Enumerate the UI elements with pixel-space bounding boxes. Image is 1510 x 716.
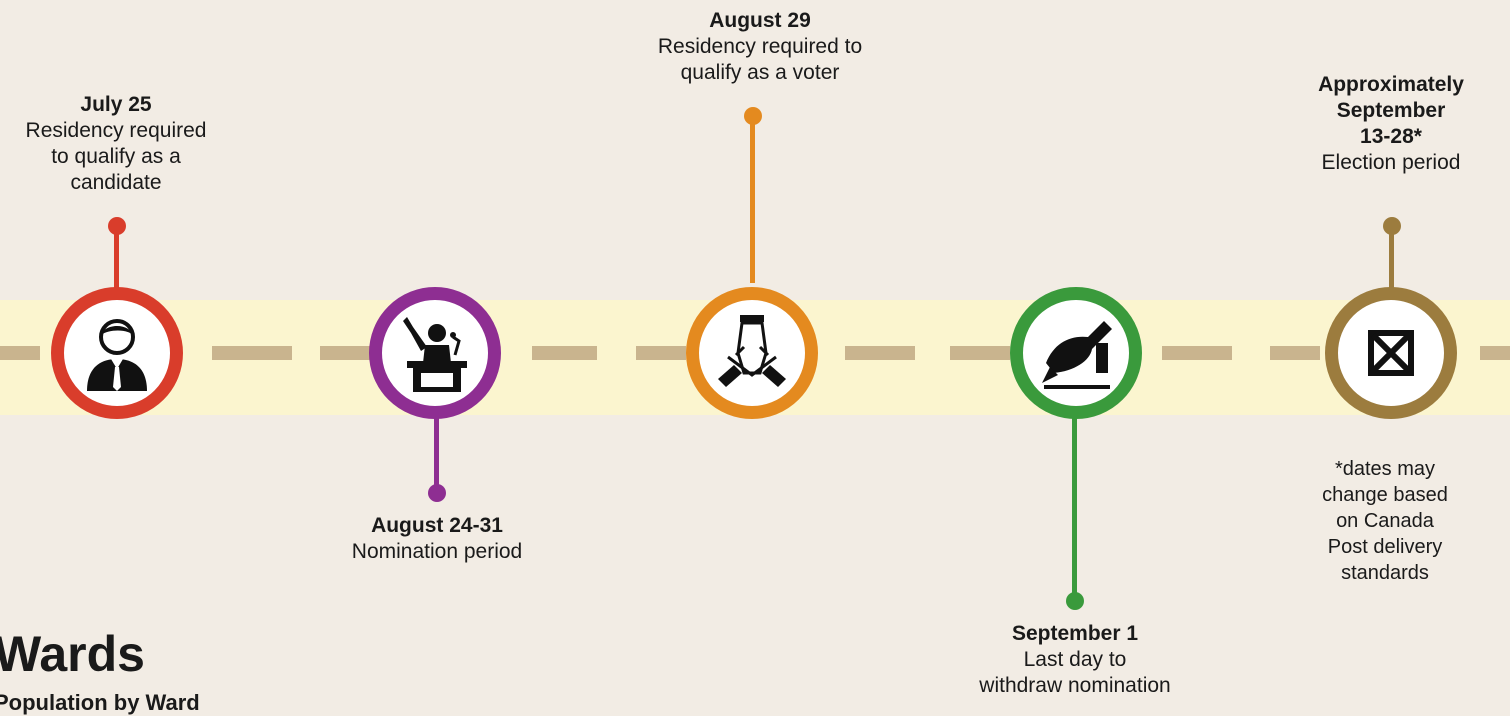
event-description-line: Residency required to xyxy=(657,35,863,58)
event-label: July 25 Residency required to qualify as… xyxy=(10,92,222,196)
section-title: Wards xyxy=(0,626,145,682)
event-connector xyxy=(1389,228,1394,288)
event-connector xyxy=(114,228,119,288)
event-description-line: qualify as a voter xyxy=(680,61,840,84)
event-description-line: Nomination period xyxy=(351,540,523,563)
event-date: July 25 xyxy=(80,93,152,116)
event-label: September 1 Last day to withdraw nominat… xyxy=(960,621,1190,699)
timeline-dash xyxy=(1270,346,1320,360)
event-connector xyxy=(434,416,439,490)
footnote: *dates may change based on Canada Post d… xyxy=(1310,456,1460,586)
footnote-line: standards xyxy=(1341,562,1429,584)
timeline-dash xyxy=(0,346,40,360)
podium-speaker-icon xyxy=(403,317,467,392)
timeline-dash xyxy=(636,346,686,360)
event-date: August 29 xyxy=(709,9,811,32)
timeline-dash xyxy=(212,346,292,360)
event-connector xyxy=(1072,418,1077,600)
candidate-person-icon xyxy=(87,319,147,391)
ballot-box-x-icon xyxy=(1368,330,1414,376)
joined-hands-icon xyxy=(718,315,786,387)
event-description-line: Election period xyxy=(1321,151,1461,174)
event-marker-dot xyxy=(108,217,126,235)
timeline-dash xyxy=(1162,346,1232,360)
signing-pen-icon xyxy=(1042,321,1112,389)
event-date-line: Approximately xyxy=(1318,73,1464,96)
timeline-dash xyxy=(320,346,370,360)
footnote-line: on Canada xyxy=(1336,510,1434,532)
event-icon-circle xyxy=(1010,287,1142,419)
event-date-line: 13-28* xyxy=(1360,125,1422,148)
event-date-line: September xyxy=(1336,99,1446,122)
event-marker-dot xyxy=(744,107,762,125)
event-icon-circle xyxy=(1325,287,1457,419)
event-marker-dot xyxy=(1066,592,1084,610)
event-icon-circle xyxy=(51,287,183,419)
event-connector xyxy=(750,118,755,283)
event-marker-dot xyxy=(1383,217,1401,235)
event-description-line: Last day to xyxy=(1023,648,1127,671)
timeline-dash xyxy=(532,346,597,360)
event-label: August 24-31 Nomination period xyxy=(327,513,547,565)
event-description-line: Residency required xyxy=(25,119,207,142)
event-label: Approximately September 13-28* Election … xyxy=(1280,72,1502,176)
footnote-line: *dates may xyxy=(1334,458,1436,480)
footnote-line: change based xyxy=(1322,484,1448,506)
timeline-dash xyxy=(950,346,1010,360)
event-label: August 29 Residency required to qualify … xyxy=(630,8,890,86)
event-description-line: withdraw nomination xyxy=(979,674,1171,697)
event-date: September 1 xyxy=(1011,622,1139,645)
event-date: August 24-31 xyxy=(371,514,503,537)
timeline-dash xyxy=(845,346,915,360)
timeline-dash xyxy=(1480,346,1510,360)
event-description-line: to qualify as a xyxy=(51,145,181,168)
event-icon-circle xyxy=(686,287,818,419)
event-description-line: candidate xyxy=(70,171,162,194)
footnote-line: Post delivery xyxy=(1327,536,1443,558)
event-marker-dot xyxy=(428,484,446,502)
event-icon-circle xyxy=(369,287,501,419)
section-subtitle: Population by Ward xyxy=(0,690,200,715)
